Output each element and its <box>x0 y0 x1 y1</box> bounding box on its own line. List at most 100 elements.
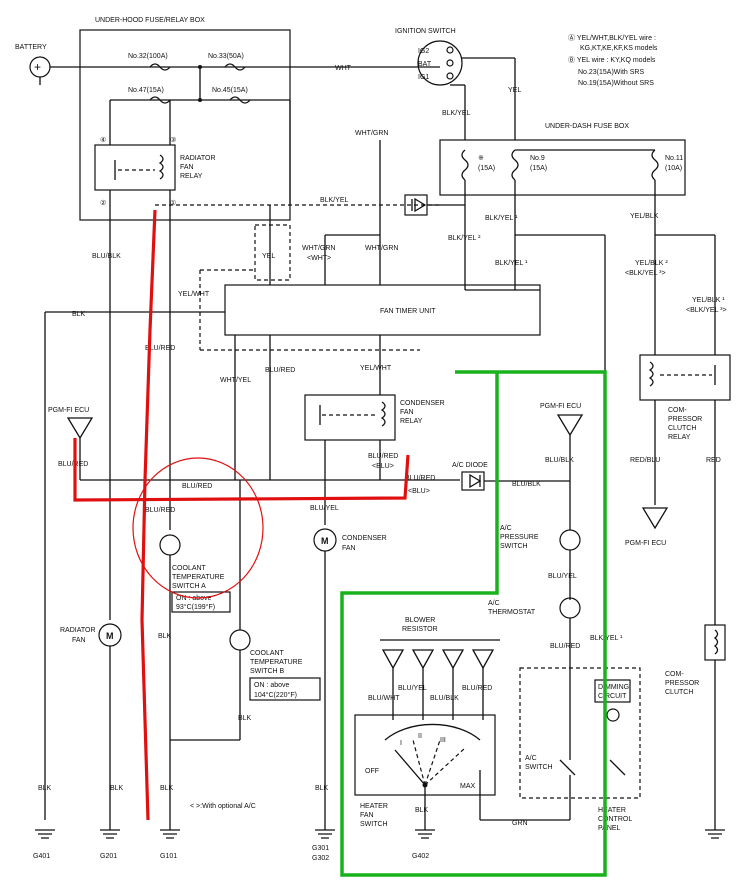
coolant-switch-a <box>159 534 181 556</box>
svg-text:BLU/RED: BLU/RED <box>368 453 398 460</box>
svg-text:OFF: OFF <box>365 768 379 775</box>
svg-text:PRESSOR: PRESSOR <box>668 416 702 423</box>
svg-text:④: ④ <box>100 136 106 144</box>
svg-text:HEATER: HEATER <box>360 803 388 810</box>
svg-text:G402: G402 <box>412 853 429 860</box>
svg-text:CIRCUIT: CIRCUIT <box>598 693 627 700</box>
svg-text:<BLK/YEL ³>: <BLK/YEL ³> <box>686 307 727 314</box>
svg-text:BLU/RED: BLU/RED <box>182 483 212 490</box>
svg-text:BLU/WHT: BLU/WHT <box>368 695 400 702</box>
svg-text:WHT/GRN: WHT/GRN <box>302 245 335 252</box>
ac-diode-symbol <box>469 473 482 489</box>
svg-text:BLK/YEL: BLK/YEL <box>320 197 349 204</box>
svg-text:RADIATOR: RADIATOR <box>60 627 96 634</box>
svg-text:YEL/BLK: YEL/BLK <box>630 213 659 220</box>
pgmfi-ecu-ac <box>556 414 584 437</box>
svg-text:YEL/WHT: YEL/WHT <box>178 291 210 298</box>
svg-text:BLK/YEL ²: BLK/YEL ² <box>448 235 481 242</box>
battery-label: BATTERY <box>15 44 47 51</box>
fuse45-label: No.45(15A) <box>212 87 248 94</box>
svg-text:CONDENSER: CONDENSER <box>342 535 387 542</box>
svg-text:SWITCH: SWITCH <box>500 543 528 550</box>
svg-text:(15A): (15A) <box>530 165 547 172</box>
fuse33-label: No.33(50A) <box>208 53 244 60</box>
svg-text:SWITCH: SWITCH <box>525 764 553 771</box>
svg-text:No.11: No.11 <box>665 155 683 162</box>
svg-text:BLU/RED: BLU/RED <box>265 367 295 374</box>
underhood-box-label: UNDER-HOOD FUSE/RELAY BOX <box>95 17 205 24</box>
svg-text:BLK: BLK <box>38 785 52 792</box>
legend-line-4: No.23(15A)With SRS <box>578 69 644 76</box>
pgmfi-ecu-left-label: PGM-FI ECU <box>48 407 89 414</box>
svg-text:M: M <box>106 631 114 641</box>
fuse32-label: No.32(100A) <box>128 53 168 60</box>
svg-text:FAN: FAN <box>72 637 86 644</box>
svg-text:SWITCH A: SWITCH A <box>172 583 206 590</box>
svg-text:①: ① <box>170 199 176 207</box>
svg-text:BLU/RED: BLU/RED <box>145 345 175 352</box>
ac-pressure-switch <box>559 529 581 551</box>
ac-thermostat <box>559 597 581 619</box>
svg-text:TEMPERATURE: TEMPERATURE <box>250 659 303 666</box>
svg-text:BLK: BLK <box>415 807 429 814</box>
svg-text:BLK: BLK <box>72 311 86 318</box>
svg-text:BLU/RED: BLU/RED <box>145 507 175 514</box>
svg-text:BLU/BLK: BLU/BLK <box>92 253 121 260</box>
fan-timer-unit <box>224 284 541 336</box>
svg-text:FAN: FAN <box>360 812 374 819</box>
ignition-switch-label: IGNITION SWITCH <box>395 28 456 35</box>
fuse9-symbol <box>511 149 519 181</box>
svg-text:CONTROL: CONTROL <box>598 816 632 823</box>
fuse11-symbol <box>651 149 659 181</box>
svg-text:YEL: YEL <box>508 87 521 94</box>
svg-text:IG1: IG1 <box>418 74 429 81</box>
underdash-fuse-box <box>439 139 686 196</box>
svg-text:②: ② <box>100 199 106 207</box>
radiator-relay-coil <box>158 154 164 180</box>
svg-text:YEL: YEL <box>262 253 275 260</box>
battery-plus: + <box>34 60 41 74</box>
underdash-box-label: UNDER-DASH FUSE BOX <box>545 123 629 130</box>
pgmfi-ecu-right <box>641 507 669 530</box>
dimming-circuit <box>594 679 631 703</box>
svg-text:FAN: FAN <box>342 545 356 552</box>
coolant-b-spec <box>249 677 321 701</box>
svg-text:PRESSURE: PRESSURE <box>500 534 539 541</box>
pgmfi-ecu-right-label: PGM-FI ECU <box>625 540 666 547</box>
pgmfi-ecu-left <box>66 417 94 440</box>
svg-text:WHT/GRN: WHT/GRN <box>355 130 388 137</box>
svg-text:ON : above: ON : above <box>254 682 290 689</box>
svg-text:BLK/YEL ¹: BLK/YEL ¹ <box>485 215 518 222</box>
svg-text:M: M <box>321 536 329 546</box>
optional-note: < >:With optional A/C <box>190 803 256 810</box>
svg-text:BLK: BLK <box>158 633 172 640</box>
svg-text:YEL/WHT: YEL/WHT <box>360 365 392 372</box>
fuse32-symbol <box>149 63 171 71</box>
svg-text:PANEL: PANEL <box>598 825 621 832</box>
compressor-clutch-relay <box>639 354 731 401</box>
svg-text:RED: RED <box>706 457 721 464</box>
svg-text:RESISTOR: RESISTOR <box>402 626 438 633</box>
svg-text:MAX: MAX <box>460 783 476 790</box>
svg-text:BLU/BLK: BLU/BLK <box>430 695 459 702</box>
svg-text:COM-: COM- <box>665 671 684 678</box>
radiator-relay-label-3: RELAY <box>180 173 203 180</box>
svg-text:RELAY: RELAY <box>668 434 691 441</box>
svg-text:BLU/RED: BLU/RED <box>550 643 580 650</box>
fuse-x-symbol <box>461 149 469 181</box>
fan-timer-dashed-block <box>254 224 291 281</box>
svg-text:③: ③ <box>170 136 176 144</box>
svg-text:A/C: A/C <box>525 755 537 762</box>
svg-text:BLK/YEL: BLK/YEL <box>442 110 471 117</box>
svg-text:HEATER: HEATER <box>598 807 626 814</box>
svg-text:COOLANT: COOLANT <box>250 650 285 657</box>
coolant-switch-b <box>229 629 251 651</box>
svg-text:BLU/YEL: BLU/YEL <box>548 573 577 580</box>
svg-text:BLK: BLK <box>160 785 174 792</box>
svg-text:BAT: BAT <box>418 61 432 68</box>
svg-text:(10A): (10A) <box>665 165 682 172</box>
svg-text:GRN: GRN <box>512 820 528 827</box>
svg-text:G201: G201 <box>100 853 117 860</box>
